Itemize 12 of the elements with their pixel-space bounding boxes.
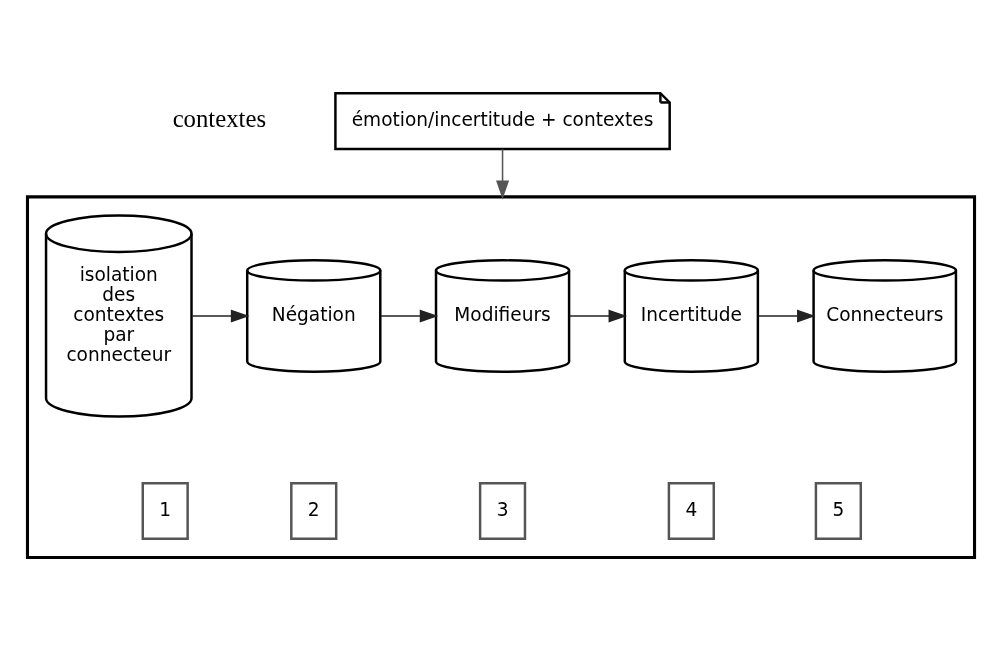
label: contextes <box>172 104 267 132</box>
arrow <box>757 309 816 323</box>
node-box: 4 <box>667 481 715 541</box>
arrow <box>191 309 250 323</box>
arrow <box>380 309 439 323</box>
node-box: 3 <box>478 481 527 541</box>
node-box: 5 <box>814 481 863 541</box>
arrow <box>568 309 628 323</box>
node-box: 1 <box>141 481 189 541</box>
cluster <box>25 195 977 559</box>
arrow <box>496 148 510 200</box>
node-box: 2 <box>290 481 338 541</box>
